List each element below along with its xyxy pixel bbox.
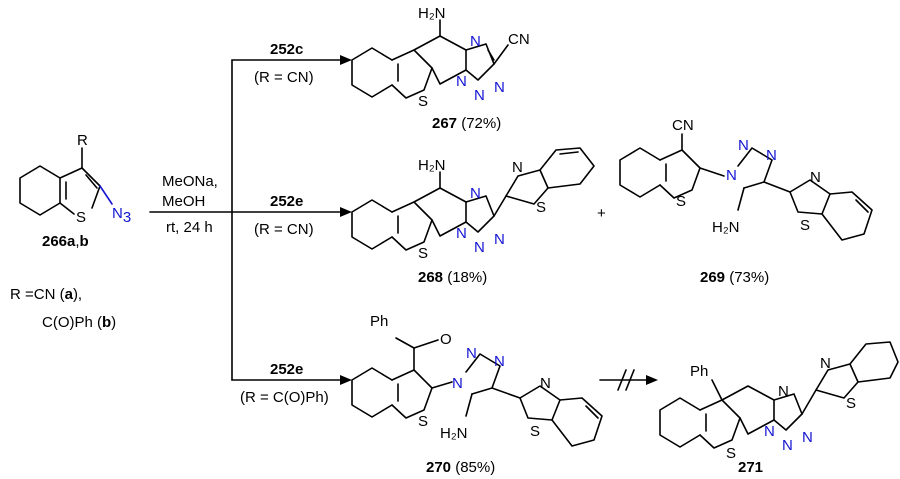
n-triazole-3-270: N [494,353,505,370]
n-triazole-1-270: N [452,375,463,392]
n-triazole-a-268: N [474,239,485,256]
compound-269: CN N N N H₂N N S S 269 (73%) [619,117,873,286]
n-bridge-271: N [764,423,775,440]
sulfur-270: S [418,413,428,430]
n-triazole-b-267: N [494,79,505,96]
n-bridge-267: N [456,73,467,90]
n-triazole-a-271: N [782,437,793,454]
plus-sign: + [597,205,606,222]
arrowhead-mid [340,207,352,217]
sulfur-label: S [76,209,86,226]
azide-label: N3 [112,205,131,226]
condition-base: MeONa, [162,173,218,190]
compound-270: Ph O N N N H₂N N S S 270 (85%) [351,313,603,476]
sulfur-269: S [676,193,686,210]
compound-271-label: 271 [738,459,763,476]
phenyl-270: Ph [370,313,388,330]
condition-time: rt, 24 h [166,219,213,236]
r-note-top: (R = CN) [254,69,314,86]
compound-266: R N3 S 266a,b R =CN (a), C(O)Ph (b) [10,132,131,331]
compound-270-label: 270 (85%) [426,459,495,476]
n-triazole-2-270: N [466,345,477,362]
amine-268: H₂N [418,157,446,174]
arrow-system: 252c (R = CN) 252e (R = CN) 252e (R = C(… [149,41,658,406]
r-note-bottom: (R = C(O)Ph) [240,389,329,406]
reaction-conditions: MeONa, MeOH rt, 24 h [162,173,218,236]
n-pyrimidine-268: N [470,185,481,202]
nitrile-269: CN [672,117,694,134]
arrowhead-top [340,55,352,65]
n-triazole-b-271: N [802,429,813,446]
reagent-bottom: 252e [270,361,303,378]
n-triazole-1-269: N [726,167,737,184]
n-triazole-a-267: N [474,87,485,104]
n-thiazole-268: N [512,159,523,176]
compound-269-label: 269 (73%) [700,269,769,286]
n-triazole-b-268: N [494,231,505,248]
amine-269: H₂N [712,219,740,236]
compound-266-label: 266a,b [42,233,89,250]
condition-solvent: MeOH [162,193,205,210]
arrowhead-bottom [340,375,352,385]
compound-267: H₂N CN N N N N S 267 (72%) [351,5,530,132]
compound-268-label: 268 (18%) [418,269,487,286]
sulfur-267: S [418,93,428,110]
sulfur-268: S [418,245,428,262]
amine-270: H₂N [440,425,468,442]
s-thiazole-271: S [846,395,856,412]
r-group-label: R [77,132,88,149]
r-definition-a: R =CN (a), [10,286,82,303]
n-thiazole-271: N [820,355,831,372]
amine-267: H₂N [418,5,446,22]
n-pyrimidine-267: N [470,33,481,50]
n-pyrimidine-271: N [778,383,789,400]
sulfur-271: S [726,445,736,462]
n-thiazole-269: N [810,169,821,186]
reagent-top: 252c [270,41,303,58]
nitrile-267: CN [508,31,530,48]
compound-271: Ph N N N N N S S 271 [659,341,899,476]
r-definition-b: C(O)Ph (b) [42,314,116,331]
n-thiazole-270: N [540,375,551,392]
r-note-mid: (R = CN) [254,221,314,238]
compound-268: H₂N N N N N N S S 268 (18%) [351,147,595,286]
thiophene-ring [59,167,101,209]
s-thiazole-269: S [800,217,810,234]
n-bridge-268: N [456,225,467,242]
compound-267-label: 267 (72%) [432,115,501,132]
reagent-mid: 252e [270,193,303,210]
s-thiazole-270: S [530,423,540,440]
cyclohexane-ring [19,165,61,216]
phenyl-271: Ph [690,363,708,380]
s-thiazole-268: S [536,199,546,216]
n-triazole-3-269: N [766,147,777,164]
carbonyl-o-270: O [440,331,452,348]
n-triazole-2-269: N [738,137,749,154]
